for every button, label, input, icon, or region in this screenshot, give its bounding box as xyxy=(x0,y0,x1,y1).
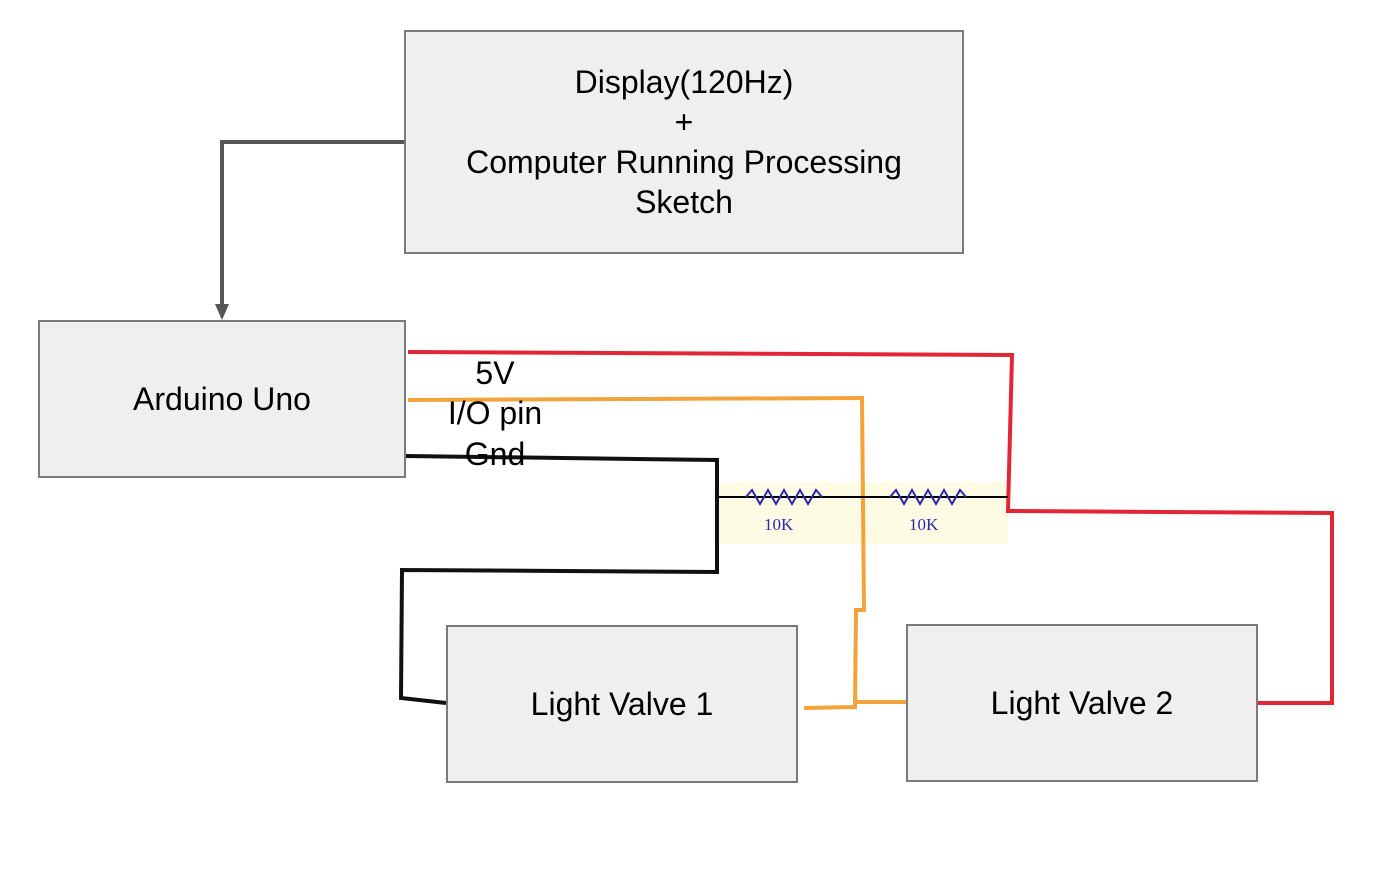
display-line-2: + xyxy=(674,104,694,140)
arduino-box: Arduino Uno xyxy=(38,320,406,478)
resistor-1-label: 10K xyxy=(764,515,794,534)
display-line-3: Computer Running Processing xyxy=(466,144,902,180)
arduino-label: Arduino Uno xyxy=(133,381,311,417)
pin-label-io: I/O pin xyxy=(447,395,543,431)
wire-gnd xyxy=(398,454,719,705)
display-line-4: Sketch xyxy=(635,184,733,220)
display-line-1: Display(120Hz) xyxy=(574,64,794,100)
pin-label-5v: 5V xyxy=(475,355,515,391)
light-valve-1-box: Light Valve 1 xyxy=(446,625,798,783)
wire-5v xyxy=(407,350,1334,705)
display-to-arduino-wire xyxy=(220,140,404,308)
light-valve-2-box: Light Valve 2 xyxy=(906,624,1258,782)
light-valve-1-label: Light Valve 1 xyxy=(530,686,714,722)
pin-label-gnd: Gnd xyxy=(464,436,526,472)
resistor-1-icon xyxy=(745,487,823,507)
arrowhead-icon xyxy=(215,304,229,320)
wire-io xyxy=(407,395,867,710)
resistor-2-label: 10K xyxy=(909,515,939,534)
resistor-2-icon xyxy=(889,487,967,507)
light-valve-2-label: Light Valve 2 xyxy=(990,685,1174,721)
display-computer-box: Display(120Hz) + Computer Running Proces… xyxy=(404,30,964,254)
